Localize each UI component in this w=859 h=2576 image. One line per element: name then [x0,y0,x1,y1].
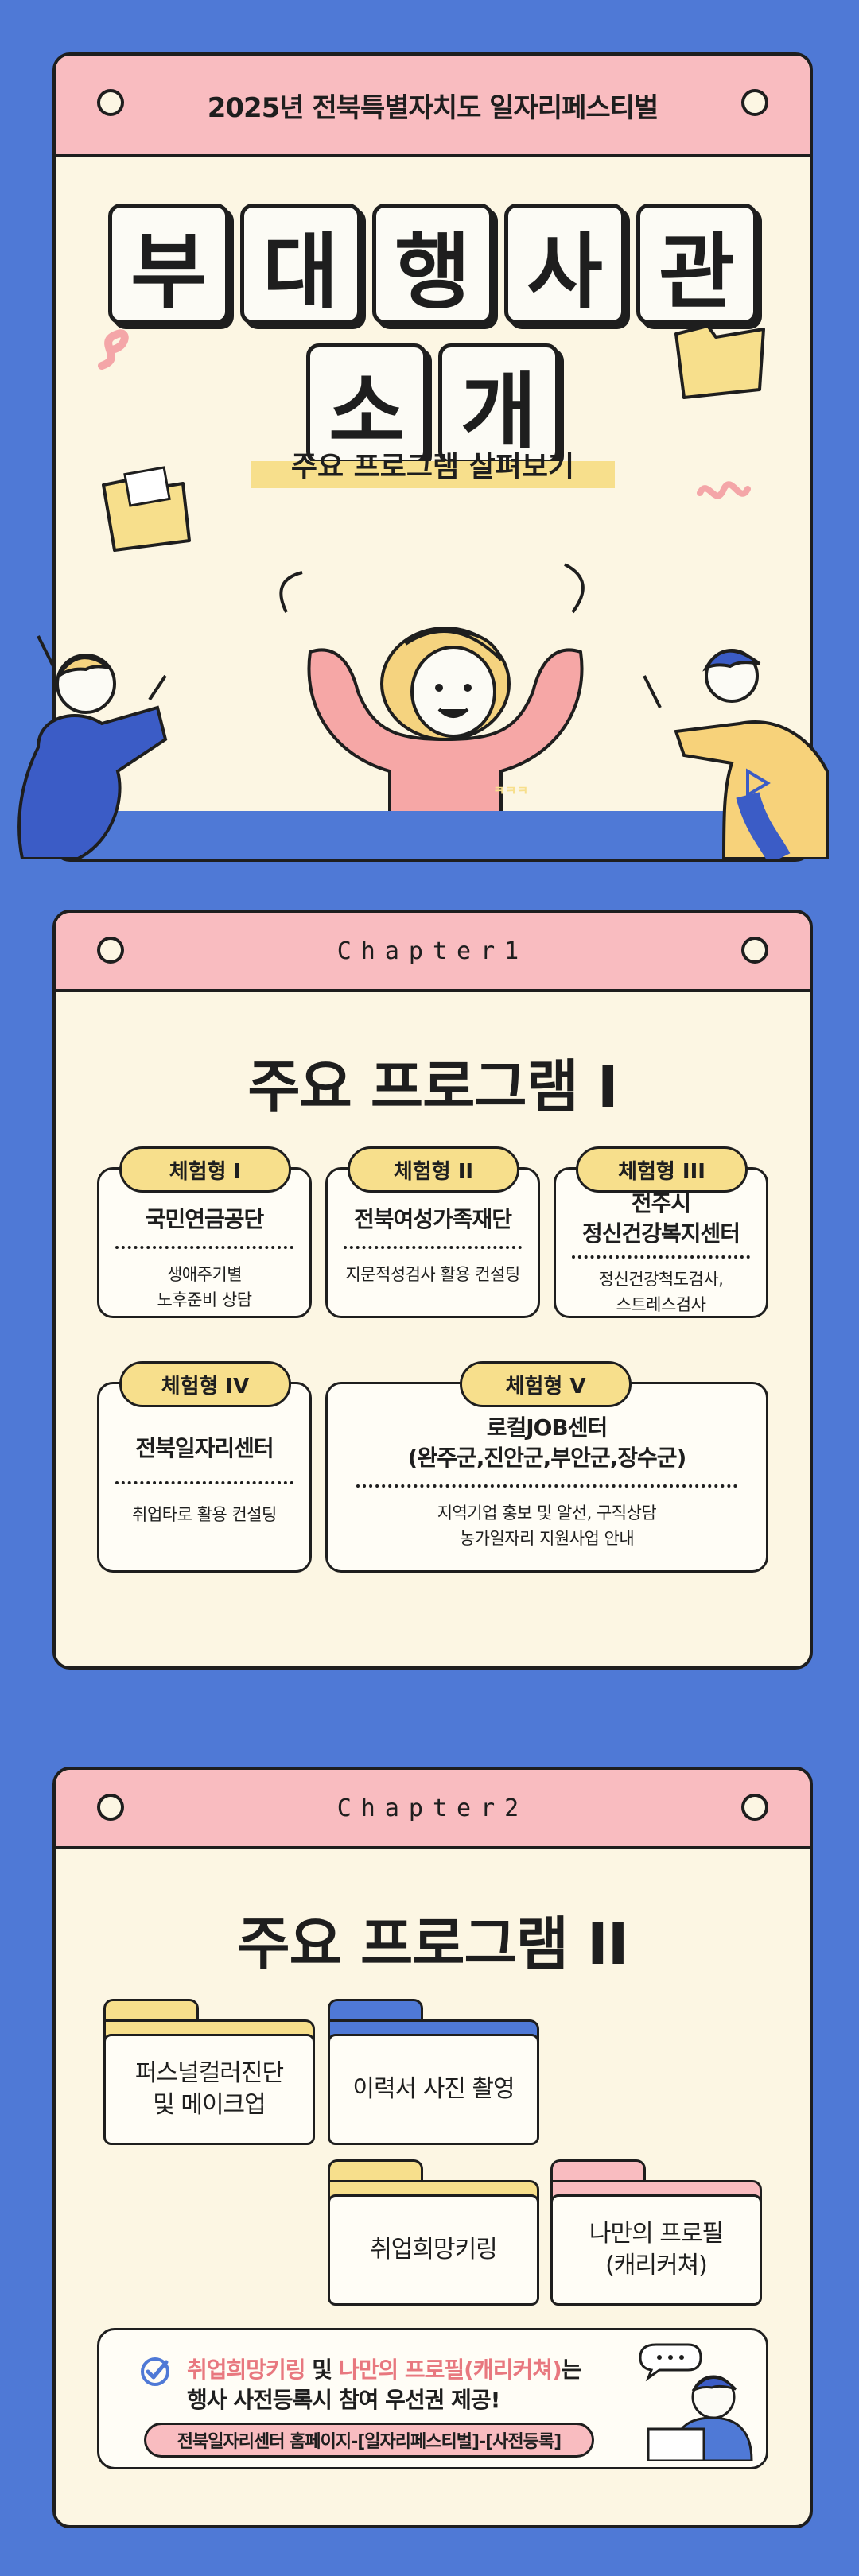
program-name: (완주군,진안군,부안군,장수군) [407,1445,687,1471]
notice-connector: 및 [305,2357,339,2383]
program-type-tab: 체험형 I [119,1146,291,1193]
title-tile: 관 [636,204,757,324]
ground-band [56,811,810,859]
program-folder: 나만의 프로필 (캐리커쳐) [550,2159,762,2306]
notice-text: 취업희망키링 및 나만의 프로필(캐리커쳐)는 [187,2353,582,2384]
squiggle-decoration [98,329,129,370]
punch-hole-right [741,1794,768,1821]
priority-notice: 취업희망키링 및 나만의 프로필(캐리커쳐)는 행사 사전등록시 참여 우선권 … [97,2328,768,2469]
title-row-1: 부 대 행 사 관 [56,204,810,324]
notice-highlight: 나만의 프로필(캐리커쳐) [338,2357,562,2383]
program-name: 정신건강복지센터 [581,1220,740,1247]
notice-tail: 는 [561,2357,582,2383]
folder-label: 이력서 사진 촬영 [328,2034,539,2145]
program-type-tab: 체험형 IV [119,1361,291,1407]
folder-decoration-right [674,324,765,399]
program-name: 전주시 [631,1190,691,1216]
chapter2-title: 주요 프로그램 II [237,1911,628,1977]
program-desc: 지문적성검사 활용 컨설팅 [345,1265,520,1284]
program-type-tab: 체험형 V [460,1361,632,1407]
program-card: 전북일자리센터 취업타로 활용 컨설팅 [97,1382,312,1573]
notice-text: 행사 사전등록시 참여 우선권 제공! [187,2387,500,2413]
punch-hole-left [97,89,124,116]
title-tile: 개 [438,343,559,464]
title-row-2: 소 개 [56,343,810,464]
program-card: 국민연금공단 생애주기별 노후준비 상담 [97,1167,312,1318]
divider [115,1246,293,1249]
festival-title: 2025년 전북특별자치도 일자리페스티벌 [207,91,659,124]
squiggle-decoration [697,481,751,499]
program-desc: 생애주기별 [166,1265,243,1284]
divider [356,1484,737,1488]
folder-label: 나만의 프로필 (캐리커쳐) [550,2194,762,2306]
punch-hole-left [97,1794,124,1821]
program-desc: 노후준비 상담 [157,1290,252,1309]
folder-label: 취업희망키링 [328,2194,539,2306]
subtitle-highlight [251,461,615,488]
folder-label-line: 나만의 프로필 [589,2220,724,2248]
chapter2-header: Chapter2 [56,1770,810,1849]
program-desc: 농가일자리 지원사업 안내 [459,1529,635,1548]
divider [115,1481,293,1484]
registration-path: 전북일자리센터 홈페이지-[일자리페스티벌]-[사전등록] [144,2423,594,2458]
title-tile: 소 [306,343,427,464]
program-folder: 취업희망키링 [328,2159,539,2306]
folder-label-line: (캐리커쳐) [605,2252,708,2279]
program-desc: 스트레스검사 [616,1295,706,1314]
punch-hole-right [741,937,768,964]
cheering-man-left-illustration [17,635,168,859]
chapter1-header: Chapter1 [56,913,810,992]
hero-header: 2025년 전북특별자치도 일자리페스티벌 [56,56,810,157]
program-name: 로컬JOB센터 [486,1414,608,1441]
shirt-text: ㅋㅋㅋ [493,783,528,798]
chapter1-title: 주요 프로그램 I [247,1053,618,1120]
title-tile: 부 [108,204,229,324]
cheering-woman-illustration: ㅋㅋㅋ [279,563,585,859]
chapter1-card: Chapter1 주요 프로그램 I 국민연금공단 생애주기별 노후준비 상담 … [52,910,813,1670]
program-name: 전북일자리센터 [135,1435,274,1461]
program-type-tab: 체험형 III [576,1146,748,1193]
program-card: 전주시 정신건강복지센터 정신건강척도검사, 스트레스검사 [554,1167,768,1318]
folder-decoration-left [102,466,191,552]
folder-label-line: 이력서 사진 촬영 [352,2075,515,2103]
program-name: 전북여성가족재단 [353,1206,512,1232]
program-card: 로컬JOB센터 (완주군,진안군,부안군,장수군) 지역기업 홍보 및 알선, … [325,1382,768,1573]
program-type-tab: 체험형 II [348,1146,519,1193]
chapter1-label: Chapter1 [336,937,529,965]
punch-hole-right [741,89,768,116]
title-tile: 대 [240,204,361,324]
hero-subtitle: 주요 프로그램 살펴보기 [290,451,575,483]
program-folder: 이력서 사진 촬영 [328,1999,539,2145]
program-name: 국민연금공단 [145,1206,265,1232]
notice-highlight: 취업희망키링 [187,2357,306,2383]
chapter2-label: Chapter2 [336,1794,529,1822]
folder-label-line: 취업희망키링 [370,2236,498,2264]
cheering-man-right-illustration [643,649,829,859]
title-tile: 사 [504,204,625,324]
program-desc: 취업타로 활용 컨설팅 [132,1505,277,1524]
man-with-laptop-illustration [639,2343,753,2461]
program-desc: 정신건강척도검사, [598,1270,724,1289]
divider [572,1255,750,1259]
title-tile: 행 [372,204,493,324]
punch-hole-left [97,937,124,964]
folder-label-line: 퍼스널컬러진단 [134,2059,284,2087]
hero-card: 2025년 전북특별자치도 일자리페스티벌 부 대 행 사 관 소 개 [52,52,813,862]
program-desc: 지역기업 홍보 및 알선, 구직상담 [437,1503,657,1523]
check-circle-icon [141,2357,169,2386]
divider [344,1246,522,1249]
folder-label-line: 및 메이크업 [153,2091,266,2119]
